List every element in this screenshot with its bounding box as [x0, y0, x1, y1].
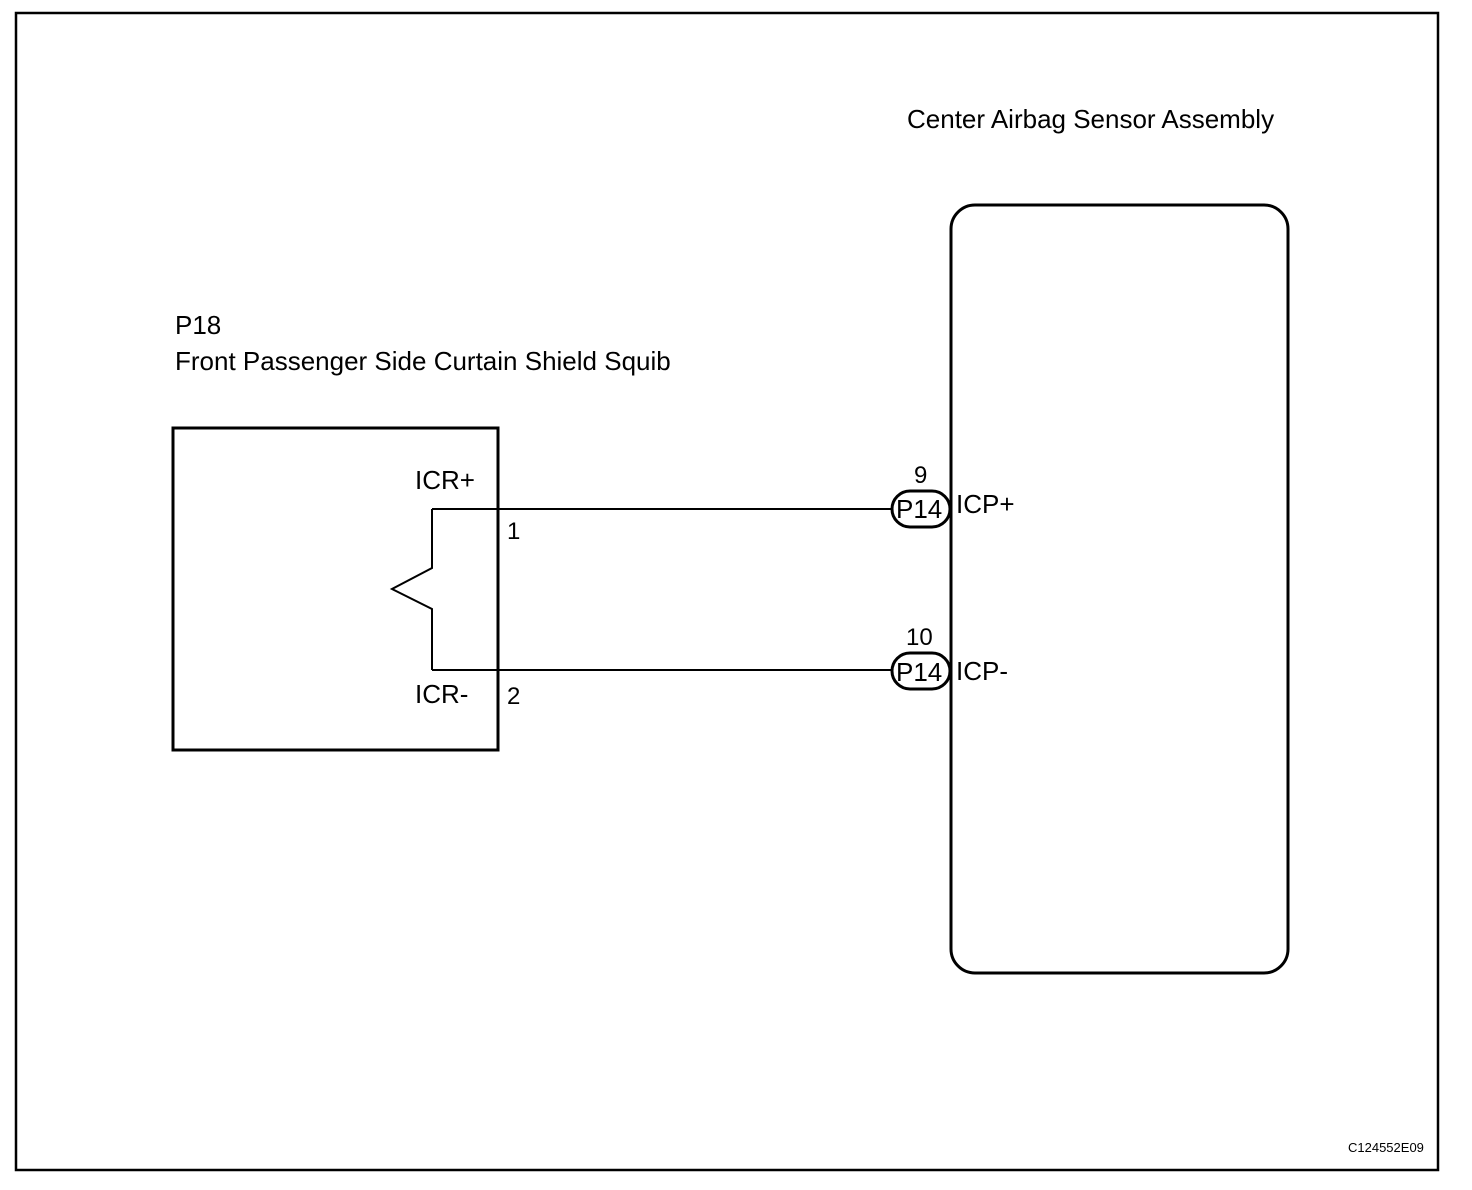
squib-signal-plus: ICR+: [415, 465, 475, 495]
squib-pin-2: 2: [507, 683, 520, 710]
sensor-name: Center Airbag Sensor Assembly: [907, 104, 1274, 134]
squib-igniter-symbol: [389, 509, 433, 670]
squib-pin-1: 1: [507, 518, 520, 545]
sensor-signal-plus: ICP+: [956, 489, 1015, 519]
sensor-box: [949, 203, 1290, 975]
squib-connector-code: P18: [175, 310, 221, 340]
squib-signal-minus: ICR-: [415, 679, 468, 709]
connector-capsule-plus: [890, 489, 952, 529]
sensor-pin-10: 10: [906, 624, 933, 651]
connector-code-minus: P14: [896, 657, 942, 687]
squib-box: [171, 426, 500, 752]
figure-code: C124552E09: [1348, 1140, 1424, 1155]
connector-code-plus: P14: [896, 494, 942, 524]
squib-name: Front Passenger Side Curtain Shield Squi…: [175, 346, 671, 376]
outer-frame: [14, 11, 1440, 1172]
sensor-signal-minus: ICP-: [956, 656, 1008, 686]
connector-capsule-minus: [890, 651, 952, 691]
sensor-pin-9: 9: [914, 462, 927, 489]
